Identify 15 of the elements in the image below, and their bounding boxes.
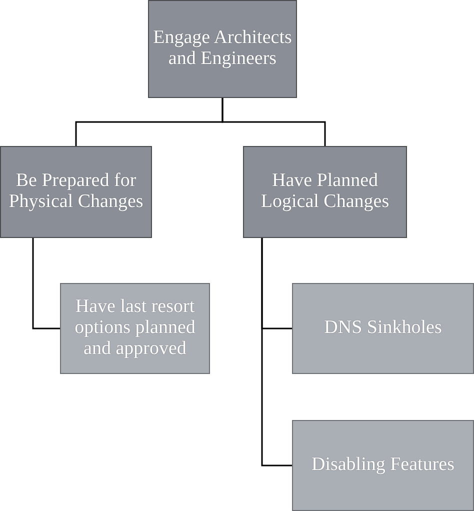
subprocess-box [292,420,474,511]
box-label: DNS Sinkholes [323,316,443,340]
box-label: Be Prepared for Physical Changes [8,169,144,214]
box-label: Disabling Features [310,453,456,478]
process-box [243,146,407,238]
subprocess-box [292,283,474,374]
box-label: Engage Architects and Engineers [152,26,293,71]
process-box [148,0,297,98]
connector-line [261,238,292,466]
process-box [0,146,152,238]
connector-line [222,98,326,146]
subprocess-box [60,283,210,374]
box-label: Have last resort options planned and approved [74,295,196,361]
box-label: Have Planned Logical Changes [260,169,390,214]
connector-line [32,238,60,330]
